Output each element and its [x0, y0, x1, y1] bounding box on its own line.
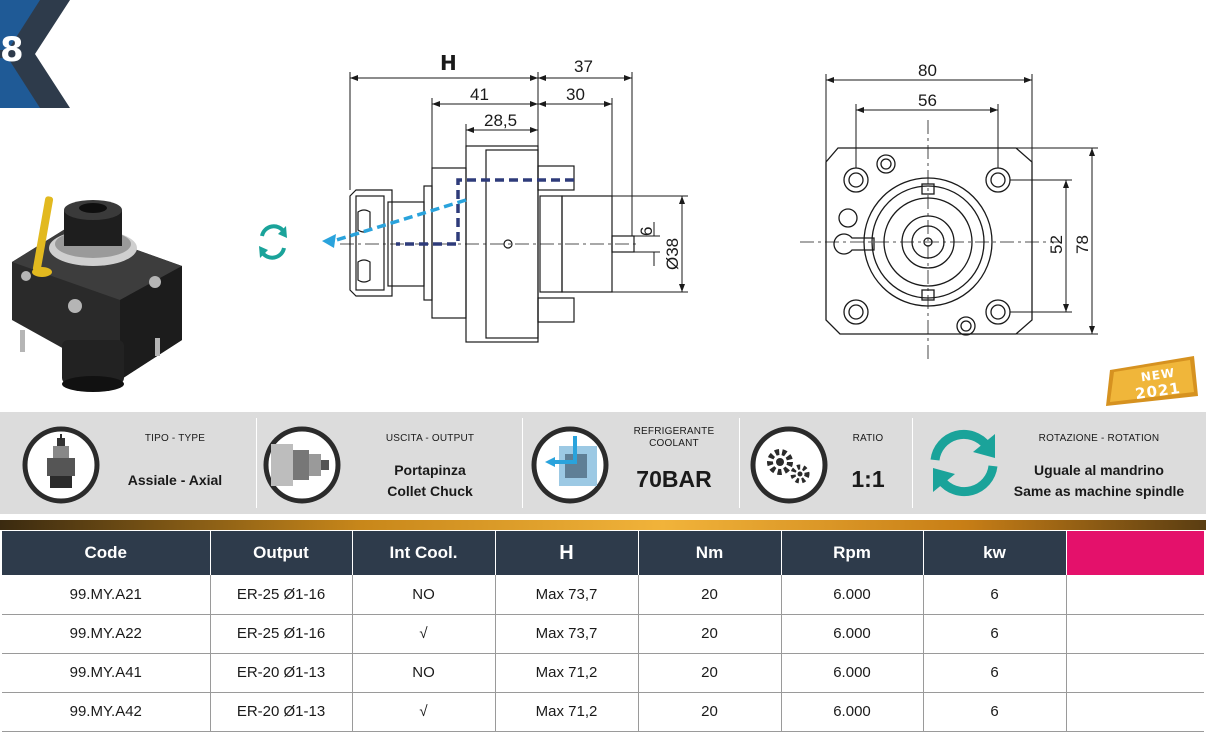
table-row: 99.MY.A22 ER-25 Ø1-16 √ Max 73,7 20 6.00… — [2, 614, 1204, 654]
dim-52-label: 52 — [1047, 235, 1066, 254]
spec-band: TIPO - TYPE Assiale - Axial USCITA - OUT… — [0, 412, 1206, 514]
cell-int-cool: √ — [352, 692, 496, 732]
gears-icon — [750, 426, 828, 504]
spec-output-value-en: Collet Chuck — [387, 483, 473, 499]
page-number: 8 — [0, 30, 24, 70]
spec-divider — [256, 418, 257, 508]
header-int-cool: Int Cool. — [352, 531, 496, 575]
front-view-drawing — [800, 120, 1060, 360]
dim-80-label: 80 — [918, 61, 937, 80]
product-table: Code Output Int Cool. H Nm Rpm kw 99.MY.… — [2, 531, 1204, 732]
coolant-icon — [531, 426, 609, 504]
header-rpm: Rpm — [781, 531, 924, 575]
spec-type-value: Assiale - Axial — [127, 472, 223, 488]
cell-kw: 6 — [923, 614, 1067, 654]
dim-d38-label: Ø38 — [663, 238, 682, 270]
collet-chuck-icon — [263, 426, 341, 504]
new-2021-badge — [1102, 352, 1202, 408]
cell-extra — [1066, 614, 1204, 654]
dim-41-label: 41 — [470, 85, 489, 104]
dim-h-label: H — [440, 51, 457, 75]
spec-rotation-value-it: Uguale al mandrino — [1034, 462, 1164, 478]
header-accent — [1066, 531, 1204, 575]
spec-output: USCITA - OUTPUT Portapinza Collet Chuck — [257, 412, 522, 514]
cell-rpm: 6.000 — [781, 614, 924, 654]
spec-divider — [739, 418, 740, 508]
table-row: 99.MY.A21 ER-25 Ø1-16 NO Max 73,7 20 6.0… — [2, 575, 1204, 615]
spec-type-title: TIPO - TYPE — [144, 433, 206, 444]
spec-ratio-title: RATIO — [852, 433, 884, 444]
cell-nm: 20 — [638, 614, 782, 654]
dim-6-label: 6 — [637, 227, 656, 236]
spec-type: TIPO - TYPE Assiale - Axial — [0, 412, 256, 514]
cell-code: 99.MY.A22 — [2, 614, 211, 654]
gold-divider-bar — [0, 520, 1206, 530]
header-output: Output — [210, 531, 353, 575]
cell-rpm: 6.000 — [781, 575, 924, 615]
cell-nm: 20 — [638, 692, 782, 732]
technical-drawing: H 37 41 30 28,5 6 Ø38 — [12, 51, 1098, 392]
cell-output: ER-20 Ø1-13 — [210, 692, 353, 732]
cell-int-cool: √ — [352, 614, 496, 654]
dim-78-label: 78 — [1073, 235, 1092, 254]
cell-output: ER-25 Ø1-16 — [210, 614, 353, 654]
cell-output: ER-25 Ø1-16 — [210, 575, 353, 615]
spec-ratio: RATIO 1:1 — [740, 412, 912, 514]
cell-h: Max 71,2 — [495, 692, 639, 732]
spec-divider — [912, 418, 913, 508]
spec-rotation-title: ROTAZIONE - ROTATION — [1038, 433, 1160, 444]
spec-coolant: REFRIGERANTE COOLANT 70BAR — [523, 412, 739, 514]
header-kw: kw — [923, 531, 1067, 575]
cell-int-cool: NO — [352, 575, 496, 615]
axial-holder-icon — [22, 426, 100, 504]
cell-code: 99.MY.A21 — [2, 575, 211, 615]
cell-output: ER-20 Ø1-13 — [210, 653, 353, 693]
product-render-image — [12, 196, 182, 392]
table-row: 99.MY.A41 ER-20 Ø1-13 NO Max 71,2 20 6.0… — [2, 653, 1204, 693]
dim-37-label: 37 — [574, 57, 593, 76]
cell-extra — [1066, 692, 1204, 732]
cell-code: 99.MY.A41 — [2, 653, 211, 693]
spec-rotation: ROTAZIONE - ROTATION Uguale al mandrino … — [913, 412, 1206, 514]
spec-coolant-value: 70BAR — [636, 466, 712, 492]
cell-extra — [1066, 653, 1204, 693]
header-nm: Nm — [638, 531, 782, 575]
header-h: H — [495, 531, 639, 575]
spec-output-value-it: Portapinza — [394, 462, 466, 478]
cell-kw: 6 — [923, 653, 1067, 693]
side-view-drawing — [340, 145, 640, 343]
spec-ratio-value: 1:1 — [851, 466, 885, 492]
cell-h: Max 71,2 — [495, 653, 639, 693]
spec-coolant-title-en: COOLANT — [649, 438, 699, 449]
rotation-indicator-icon — [259, 224, 287, 260]
cell-rpm: 6.000 — [781, 653, 924, 693]
spec-divider — [522, 418, 523, 508]
cell-kw: 6 — [923, 575, 1067, 615]
cell-extra — [1066, 575, 1204, 615]
cell-code: 99.MY.A42 — [2, 692, 211, 732]
table-header-row: Code Output Int Cool. H Nm Rpm kw — [2, 531, 1204, 575]
spec-output-title: USCITA - OUTPUT — [385, 433, 475, 444]
spec-rotation-value-en: Same as machine spindle — [1013, 483, 1185, 499]
cell-nm: 20 — [638, 653, 782, 693]
cell-int-cool: NO — [352, 653, 496, 693]
page-number-badge — [0, 0, 70, 108]
cell-kw: 6 — [923, 692, 1067, 732]
cell-h: Max 73,7 — [495, 614, 639, 654]
table-row: 99.MY.A42 ER-20 Ø1-13 √ Max 71,2 20 6.00… — [2, 692, 1204, 732]
cell-h: Max 73,7 — [495, 575, 639, 615]
spec-coolant-title-it: REFRIGERANTE — [633, 426, 715, 437]
cell-nm: 20 — [638, 575, 782, 615]
header-code: Code — [2, 531, 211, 575]
dim-56-label: 56 — [918, 91, 937, 110]
dim-30-label: 30 — [566, 85, 585, 104]
cell-rpm: 6.000 — [781, 692, 924, 732]
dim-28-5-label: 28,5 — [484, 111, 517, 130]
rotation-arrows-icon — [925, 424, 1003, 502]
